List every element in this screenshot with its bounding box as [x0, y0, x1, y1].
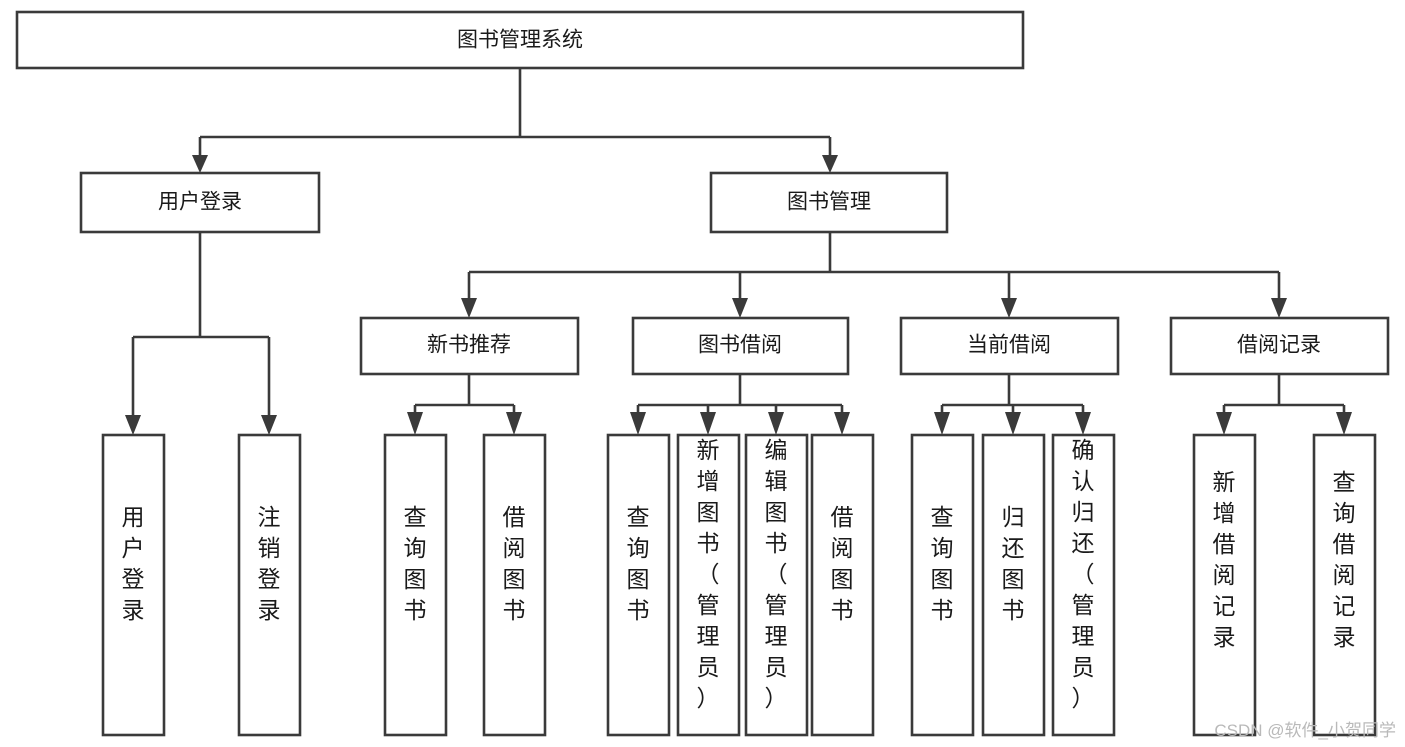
node-new-book-recommend[interactable]: 新书推荐	[359, 316, 580, 376]
node-leaf-query-borrow-record-box[interactable]	[1312, 433, 1377, 737]
arrowhead-leaf-query-borrow-record	[1336, 412, 1352, 435]
node-current-borrow[interactable]: 当前借阅	[899, 316, 1120, 376]
node-leaf-edit-book-box[interactable]	[744, 433, 809, 737]
node-book-manage[interactable]: 图书管理	[709, 171, 949, 234]
connector-layer	[125, 68, 1352, 435]
node-root-label: 图书管理系统	[457, 29, 583, 52]
node-leaf-edit-book-label: 编辑图书（管理员）	[765, 437, 788, 711]
node-leaf-query-book-1[interactable]: 查询图书	[383, 433, 448, 737]
arrowhead-leaf-borrow-book-2	[834, 412, 850, 435]
node-leaf-return-book-box[interactable]	[981, 433, 1046, 737]
arrowhead-borrow-record	[1271, 298, 1287, 318]
node-leaf-add-book-label: 新增图书（管理员）	[697, 437, 720, 711]
node-leaf-logout-login-box[interactable]	[237, 433, 302, 737]
node-leaf-query-borrow-record-label: 查询借阅记录	[1333, 469, 1356, 650]
node-leaf-borrow-book-2-box[interactable]	[810, 433, 875, 737]
node-leaf-add-book[interactable]: 新增图书（管理员）	[676, 433, 741, 737]
arrowhead-book-borrow	[732, 298, 748, 318]
node-leaf-return-book[interactable]: 归还图书	[981, 433, 1046, 737]
node-leaf-query-book-3-label: 查询图书	[931, 504, 954, 623]
node-leaf-borrow-book-1-label: 借阅图书	[503, 504, 526, 623]
node-user-login-label: 用户登录	[158, 191, 242, 214]
node-current-borrow-label: 当前借阅	[967, 334, 1051, 357]
arrowhead-current-borrow	[1001, 298, 1017, 318]
node-leaf-confirm-return-box[interactable]	[1051, 433, 1116, 737]
node-leaf-borrow-book-1[interactable]: 借阅图书	[482, 433, 547, 737]
node-new-book-recommend-box[interactable]	[359, 316, 580, 376]
node-leaf-confirm-return[interactable]: 确认归还（管理员）	[1051, 433, 1116, 737]
arrowhead-leaf-user-login	[125, 415, 141, 435]
node-leaf-add-book-box[interactable]	[676, 433, 741, 737]
node-leaf-borrow-book-1-box[interactable]	[482, 433, 547, 737]
node-leaf-add-borrow-record-label: 新增借阅记录	[1213, 469, 1236, 650]
arrowhead-leaf-add-book	[700, 412, 716, 435]
node-leaf-user-login-label: 用户登录	[122, 504, 145, 623]
node-book-manage-label: 图书管理	[787, 191, 871, 214]
node-leaf-user-login[interactable]: 用户登录	[101, 433, 166, 737]
node-borrow-record[interactable]: 借阅记录	[1169, 316, 1390, 376]
arrowhead-leaf-query-book-3	[934, 412, 950, 435]
node-book-borrow[interactable]: 图书借阅	[631, 316, 850, 376]
arrowhead-leaf-edit-book	[768, 412, 784, 435]
arrowhead-new-book-recommend	[461, 298, 477, 318]
node-book-manage-box[interactable]	[709, 171, 949, 234]
node-leaf-query-book-1-box[interactable]	[383, 433, 448, 737]
arrowhead-user-login	[192, 155, 208, 173]
arrowhead-leaf-query-book-1	[407, 412, 423, 435]
node-root-box[interactable]	[15, 10, 1025, 70]
node-borrow-record-label: 借阅记录	[1237, 334, 1321, 357]
node-book-borrow-box[interactable]	[631, 316, 850, 376]
arrowhead-book-manage	[822, 155, 838, 173]
node-user-login[interactable]: 用户登录	[79, 171, 321, 234]
node-leaf-logout-login-label: 注销登录	[258, 504, 281, 623]
node-root[interactable]: 图书管理系统	[15, 10, 1025, 70]
node-leaf-add-borrow-record[interactable]: 新增借阅记录	[1192, 433, 1257, 737]
arrowhead-leaf-borrow-book-1	[506, 412, 522, 435]
node-leaf-borrow-book-2[interactable]: 借阅图书	[810, 433, 875, 737]
node-leaf-edit-book[interactable]: 编辑图书（管理员）	[744, 433, 809, 737]
node-leaf-confirm-return-label: 确认归还（管理员）	[1072, 437, 1095, 711]
node-leaf-query-book-2[interactable]: 查询图书	[606, 433, 671, 737]
node-leaf-query-book-1-label: 查询图书	[404, 504, 427, 623]
arrowhead-leaf-query-book-2	[630, 412, 646, 435]
node-leaf-query-book-2-label: 查询图书	[627, 504, 650, 623]
arrowhead-leaf-return-book	[1005, 412, 1021, 435]
node-user-login-box[interactable]	[79, 171, 321, 234]
node-leaf-query-borrow-record[interactable]: 查询借阅记录	[1312, 433, 1377, 737]
node-leaf-return-book-label: 归还图书	[1002, 504, 1025, 623]
arrowhead-leaf-logout-login	[261, 415, 277, 435]
node-new-book-recommend-label: 新书推荐	[427, 334, 511, 357]
node-leaf-user-login-box[interactable]	[101, 433, 166, 737]
node-borrow-record-box[interactable]	[1169, 316, 1390, 376]
node-leaf-borrow-book-2-label: 借阅图书	[831, 504, 854, 623]
node-leaf-query-book-3[interactable]: 查询图书	[910, 433, 975, 737]
node-book-borrow-label: 图书借阅	[698, 334, 782, 357]
arrowhead-leaf-confirm-return	[1075, 412, 1091, 435]
node-current-borrow-box[interactable]	[899, 316, 1120, 376]
csdn-watermark: CSDN @软件_小贺同学	[1214, 721, 1396, 740]
arrowhead-leaf-add-borrow-record	[1216, 412, 1232, 435]
node-leaf-logout-login[interactable]: 注销登录	[237, 433, 302, 737]
node-leaf-query-book-3-box[interactable]	[910, 433, 975, 737]
node-leaf-query-book-2-box[interactable]	[606, 433, 671, 737]
node-leaf-add-borrow-record-box[interactable]	[1192, 433, 1257, 737]
